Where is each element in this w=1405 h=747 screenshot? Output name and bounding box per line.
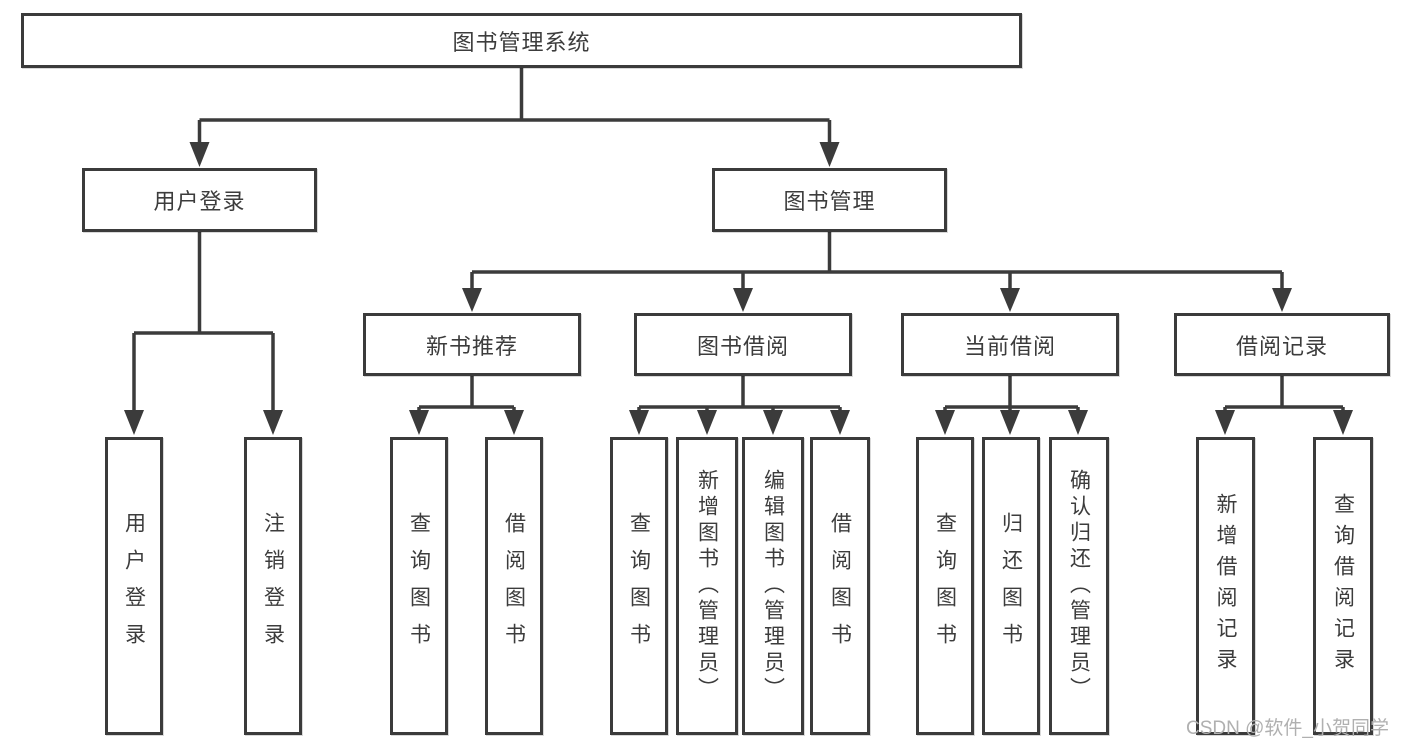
leaf-user-login: 用户登录: [105, 437, 163, 735]
leaf-br-query-record: 查询借阅记录: [1313, 437, 1373, 735]
leaf-cb-query-books-label: 查询图书: [933, 512, 957, 660]
leaf-bb-borrow-books: 借阅图书: [810, 437, 870, 735]
leaf-nbr-query-books: 查询图书: [390, 437, 448, 735]
leaf-br-add-record-label: 新增借阅记录: [1214, 493, 1237, 679]
node-user-login: 用户登录: [82, 168, 317, 232]
leaf-bb-add-books-admin-label: 新增图书（管理员）: [695, 469, 719, 703]
node-book-management: 图书管理: [712, 168, 947, 232]
node-borrowing-records: 借阅记录: [1174, 313, 1390, 376]
connector-newbook-to-leaves: [409, 376, 524, 435]
node-root-label: 图书管理系统: [452, 29, 591, 55]
leaf-bb-query-books: 查询图书: [610, 437, 668, 735]
leaf-nbr-borrow-books: 借阅图书: [485, 437, 543, 735]
leaf-logout-label: 注销登录: [261, 512, 285, 660]
connector-root-to-level2: [189, 68, 840, 167]
leaf-cb-query-books: 查询图书: [916, 437, 974, 735]
node-book-management-label: 图书管理: [783, 189, 876, 214]
leaf-br-query-record-label: 查询借阅记录: [1331, 493, 1355, 679]
leaf-nbr-borrow-books-label: 借阅图书: [502, 512, 526, 660]
watermark: CSDN @软件_小贺同学: [1186, 718, 1389, 739]
leaf-cb-confirm-return-admin: 确认归还（管理员）: [1049, 437, 1109, 735]
node-root: 图书管理系统: [21, 13, 1022, 68]
node-current-borrowing: 当前借阅: [901, 313, 1119, 376]
leaf-bb-query-books-label: 查询图书: [627, 512, 651, 660]
connector-current-to-leaves: [935, 376, 1088, 435]
node-book-borrowing: 图书借阅: [634, 313, 852, 376]
connector-userlogin-to-leaves: [124, 232, 283, 435]
node-current-borrowing-label: 当前借阅: [963, 333, 1056, 359]
leaf-user-login-label: 用户登录: [122, 512, 146, 660]
leaf-bb-edit-books-admin: 编辑图书（管理员）: [742, 437, 804, 735]
node-new-book-recommend: 新书推荐: [363, 313, 581, 376]
leaf-bb-add-books-admin: 新增图书（管理员）: [676, 437, 738, 735]
leaf-br-add-record: 新增借阅记录: [1196, 437, 1255, 735]
leaf-cb-confirm-return-admin-label: 确认归还（管理员）: [1067, 469, 1091, 703]
leaf-bb-edit-books-admin-label: 编辑图书（管理员）: [761, 469, 785, 703]
node-book-borrowing-label: 图书借阅: [696, 333, 789, 359]
node-borrowing-records-label: 借阅记录: [1235, 333, 1328, 359]
leaf-nbr-query-books-label: 查询图书: [407, 512, 431, 660]
leaf-bb-borrow-books-label: 借阅图书: [828, 512, 852, 660]
leaf-cb-return-books-label: 归还图书: [999, 512, 1023, 660]
connector-bookmgmt-to-level3: [462, 232, 1292, 312]
node-user-login-label: 用户登录: [153, 189, 246, 214]
connector-borrowing-to-leaves: [629, 376, 850, 435]
leaf-logout: 注销登录: [244, 437, 302, 735]
node-new-book-recommend-label: 新书推荐: [425, 333, 518, 359]
connector-records-to-leaves: [1215, 376, 1353, 435]
leaf-cb-return-books: 归还图书: [982, 437, 1040, 735]
